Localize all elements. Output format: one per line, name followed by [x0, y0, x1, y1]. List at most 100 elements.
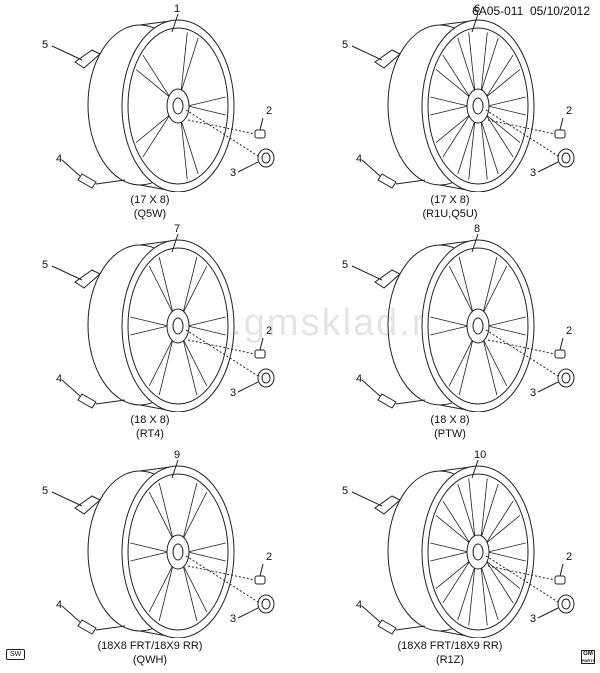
callout-valve-stem: 4 [56, 153, 63, 165]
callout-label-tag: 5 [42, 259, 49, 271]
callout-valve-stem: 4 [56, 373, 63, 385]
wheel-hub [466, 88, 490, 124]
callout-label-tag: 5 [42, 485, 49, 497]
wheel-spoke [435, 560, 471, 604]
wheel-hub [166, 534, 190, 570]
valve-stem [377, 393, 397, 409]
wheel-spoke [457, 478, 476, 538]
wheel-number: 8 [474, 223, 481, 235]
wheel-spoke [435, 54, 471, 98]
label-tag [74, 49, 101, 69]
wheel-spoke [148, 338, 174, 396]
lug-nut [554, 349, 566, 359]
wheel-spoke [182, 256, 208, 314]
wheel-number: 1 [174, 3, 181, 15]
wheel-spoke [480, 120, 499, 180]
wheel-illustration [51, 459, 275, 638]
wheel-number: 6 [474, 3, 481, 15]
center-cap [557, 368, 575, 388]
callout-lug-nut: 2 [566, 551, 573, 563]
wheel-panel: 8 5 2 3 4 (18 X 8) (PTW) [300, 222, 600, 444]
lug-nut [254, 129, 266, 139]
label-tag [74, 269, 101, 289]
callout-label-tag: 5 [342, 259, 349, 271]
wheel-spoke [148, 256, 174, 314]
wheel-spoke [180, 32, 199, 92]
callout-center-cap: 3 [530, 387, 537, 399]
option-codes-caption: (RT4) [136, 428, 164, 440]
option-codes-caption: (R1U,Q5U) [422, 208, 478, 220]
lug-nut [254, 575, 266, 585]
wheel-spoke [187, 542, 226, 562]
wheel-number: 10 [474, 449, 487, 461]
diagram-date: 05/10/2012 [529, 4, 590, 18]
callout-center-cap: 3 [230, 613, 237, 625]
wheel-spoke [182, 482, 208, 540]
diagram-header: 6A05-011 05/10/2012 [472, 4, 590, 18]
wheel-spoke [135, 54, 171, 98]
wheel-spoke [435, 114, 471, 158]
sw-badge: SW [6, 649, 26, 660]
callout-valve-stem: 4 [356, 373, 363, 385]
wheel-spoke [135, 114, 171, 158]
wheel-spoke [487, 96, 526, 116]
wheel-hub [166, 308, 190, 344]
wheel-spoke [487, 316, 526, 336]
callout-lug-nut: 2 [566, 325, 573, 337]
wheel-size-caption: (18 X 8) [130, 414, 170, 426]
center-cap [557, 148, 575, 168]
wheel-spoke [187, 96, 226, 116]
valve-stem [377, 173, 397, 189]
wheel-number: 7 [174, 223, 181, 235]
wheel-spoke [180, 120, 199, 180]
wheel-spoke [457, 566, 476, 626]
callout-label-tag: 5 [342, 485, 349, 497]
option-codes-caption: (QWH) [132, 654, 168, 666]
wheel-hub [466, 534, 490, 570]
wheel-size-caption: (18X8 FRT/18X9 RR) [397, 640, 503, 652]
diagram-id: 6A05-011 [472, 4, 524, 18]
valve-stem [77, 619, 97, 635]
wheel-size-caption: (18 X 8) [430, 414, 470, 426]
wheel-hub [466, 308, 490, 344]
wheel-spoke [148, 564, 174, 622]
label-tag [374, 269, 401, 289]
lug-nut [554, 575, 566, 585]
callout-lug-nut: 2 [266, 105, 273, 117]
wheel-spoke [187, 316, 226, 336]
wheel-size-caption: (17 X 8) [130, 194, 170, 206]
wheel-spoke [485, 54, 521, 98]
wheel-number: 9 [174, 449, 181, 461]
callout-center-cap: 3 [230, 167, 237, 179]
option-codes-caption: (PTW) [434, 428, 466, 440]
wheel-spoke [485, 114, 521, 158]
wheel-spoke [487, 542, 526, 562]
wheel-spoke [480, 566, 499, 626]
valve-stem [377, 619, 397, 635]
callout-valve-stem: 4 [56, 599, 63, 611]
wheel-illustration [51, 13, 275, 192]
wheel-illustration [351, 459, 575, 638]
wheel-spoke [485, 560, 521, 604]
wheel-size-caption: (18X8 FRT/18X9 RR) [97, 640, 203, 652]
gm-parts-logo: GM PARTS [581, 650, 596, 664]
wheel-spoke [130, 316, 169, 336]
wheel-spoke [457, 120, 476, 180]
wheel-spoke [485, 500, 521, 544]
option-codes-caption: (Q5W) [133, 208, 167, 220]
callout-valve-stem: 4 [356, 599, 363, 611]
wheel-spoke [448, 256, 474, 314]
wheel-spoke [448, 338, 474, 396]
wheel-spoke [480, 478, 499, 538]
wheel-spoke [430, 316, 469, 336]
wheel-illustration [51, 233, 275, 412]
wheel-spoke [182, 564, 208, 622]
wheel-spoke [148, 482, 174, 540]
wheel-illustration [351, 13, 575, 192]
callout-lug-nut: 2 [266, 325, 273, 337]
wheel-spoke [435, 500, 471, 544]
center-cap [257, 148, 275, 168]
